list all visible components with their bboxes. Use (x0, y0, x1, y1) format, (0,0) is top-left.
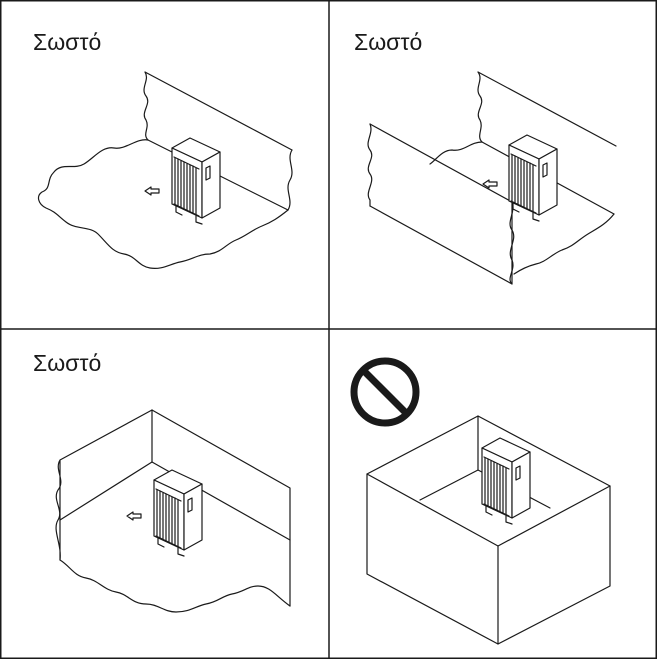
back-wall (143, 71, 293, 151)
floor-outline (37, 139, 289, 269)
panel-4-illustration (366, 415, 611, 645)
panel-2-label: Σωστό (354, 29, 423, 55)
panel-1-label: Σωστό (33, 29, 102, 55)
panel-2-illustration (367, 71, 617, 285)
panel-1-illustration (37, 71, 293, 269)
panel-3-illustration (55, 409, 291, 613)
prohibited-icon (350, 357, 420, 427)
panel-3-label: Σωστό (33, 350, 102, 376)
